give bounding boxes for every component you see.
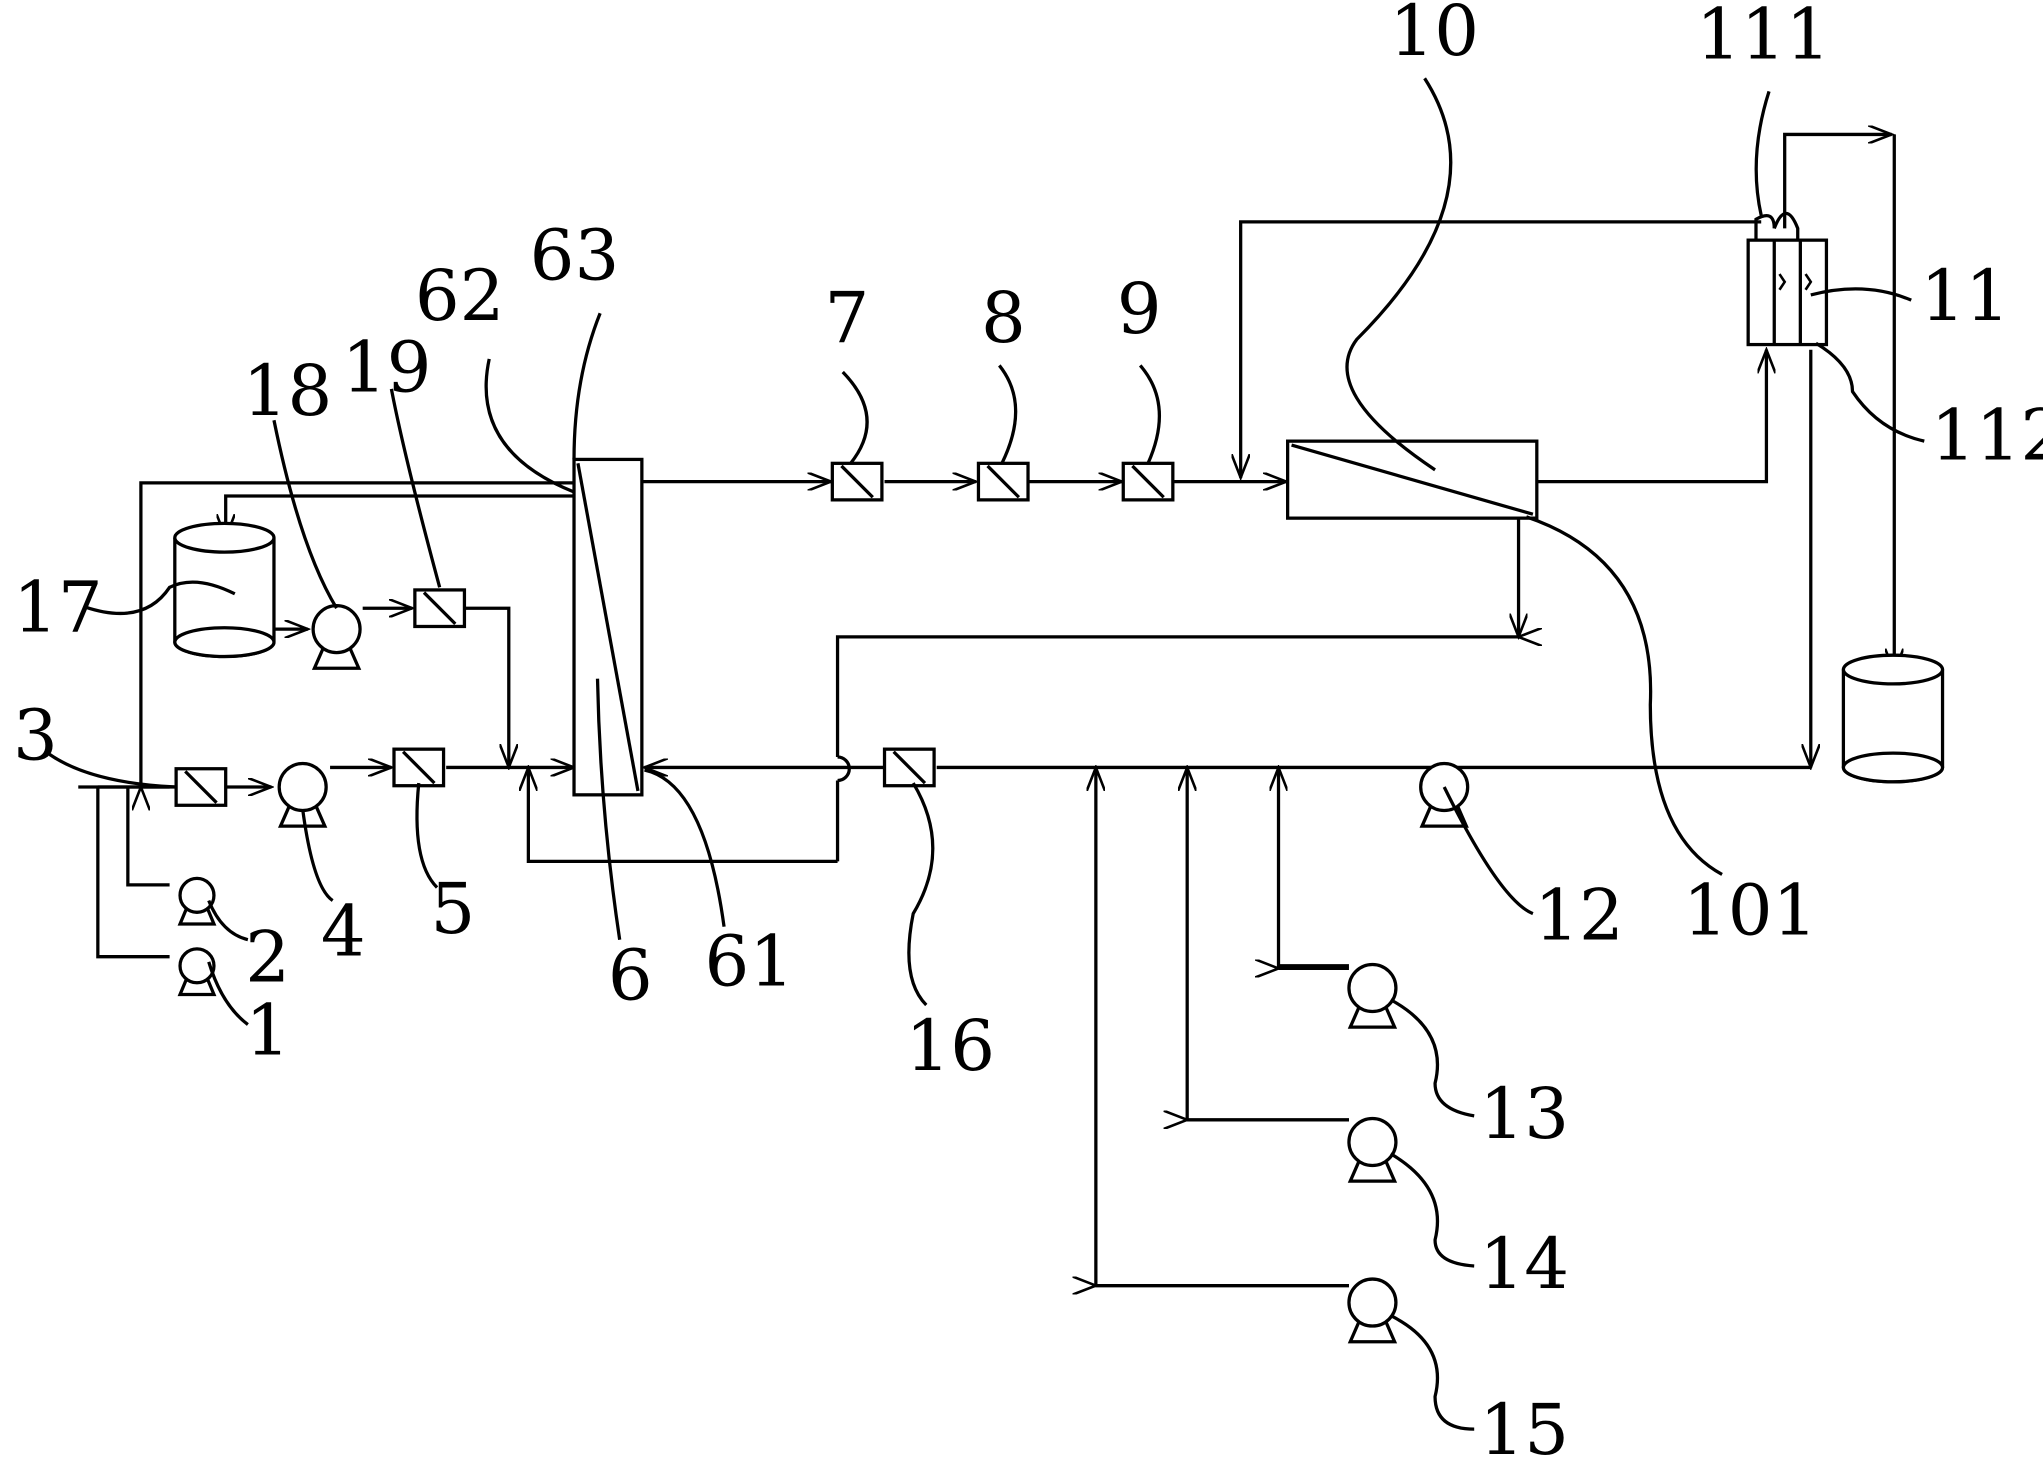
- pump-18: [311, 603, 362, 670]
- label-12: 12: [1534, 875, 1624, 957]
- column-6: [572, 457, 644, 797]
- label-2: 2: [245, 916, 290, 998]
- label-7: 7: [825, 277, 870, 359]
- label-62: 62: [415, 255, 505, 337]
- label-8: 8: [981, 277, 1026, 359]
- label-11: 11: [1920, 255, 2010, 337]
- label-1: 1: [245, 990, 290, 1072]
- valve-16: [882, 747, 936, 788]
- label-111: 111: [1696, 0, 1830, 76]
- valve-5: [392, 747, 446, 788]
- pipelines: [78, 134, 1894, 1285]
- label-112: 112: [1931, 394, 2043, 476]
- label-18: 18: [243, 350, 333, 432]
- label-14: 14: [1479, 1223, 1569, 1305]
- labels: 1 2 3 4 5 6 61 62 63 7 8 9 10 101 11 111…: [13, 0, 2043, 1467]
- label-3: 3: [13, 695, 58, 777]
- leader-lines: [48, 77, 1925, 1431]
- label-17: 17: [13, 567, 103, 649]
- label-5: 5: [431, 868, 476, 950]
- label-10: 10: [1389, 0, 1479, 72]
- label-6: 6: [608, 935, 653, 1017]
- tank-17: [173, 521, 276, 659]
- label-4: 4: [321, 890, 366, 972]
- label-15: 15: [1479, 1389, 1569, 1467]
- valve-7: [830, 461, 884, 502]
- product-tank: [1841, 653, 1945, 784]
- valve-3: [174, 767, 228, 807]
- valve-9: [1121, 461, 1175, 502]
- pump-15: [1347, 1277, 1398, 1344]
- label-61: 61: [704, 920, 794, 1002]
- label-9: 9: [1117, 268, 1162, 350]
- label-16: 16: [905, 1005, 995, 1087]
- label-63: 63: [530, 214, 620, 296]
- valve-8: [976, 461, 1030, 502]
- valve-19: [413, 588, 467, 629]
- label-13: 13: [1479, 1073, 1569, 1155]
- label-101: 101: [1683, 869, 1817, 951]
- unit-11: [1746, 211, 1829, 347]
- label-19: 19: [342, 327, 432, 409]
- pump-1: [178, 947, 216, 997]
- pump-14: [1347, 1116, 1398, 1183]
- pump-13: [1347, 962, 1398, 1029]
